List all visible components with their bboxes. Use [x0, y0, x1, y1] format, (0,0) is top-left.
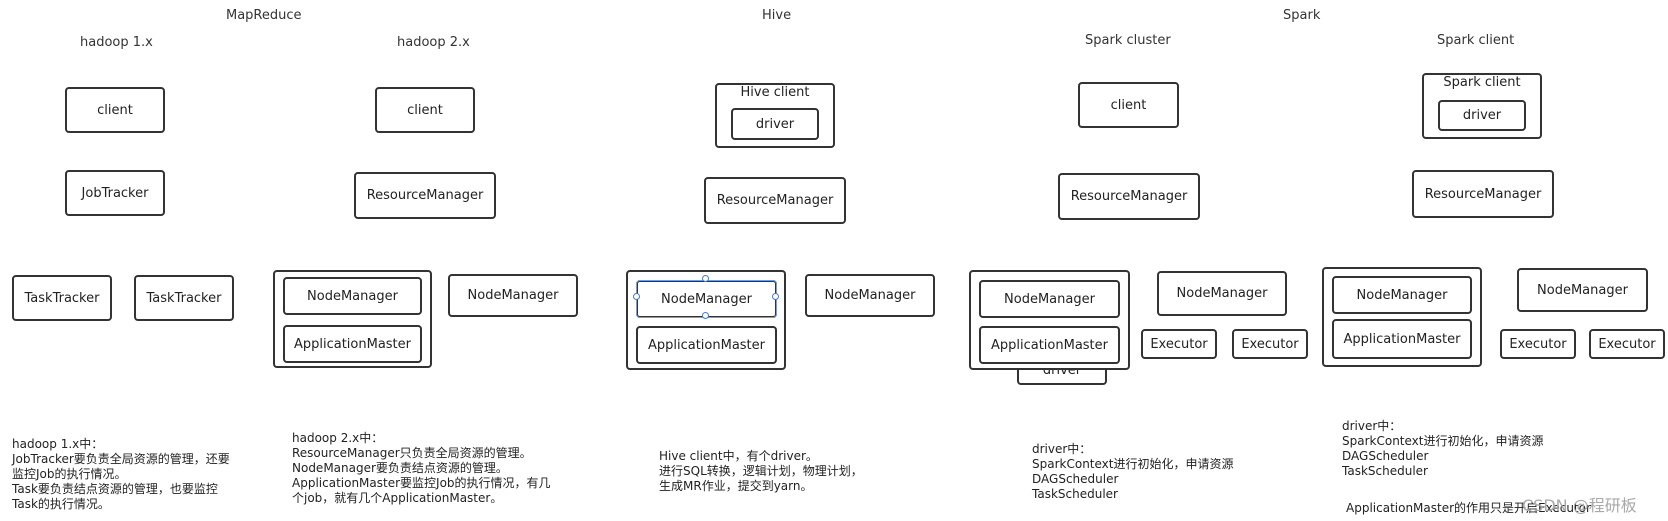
hadoop2-container[interactable]: NodeManager ApplicationMaster — [273, 270, 432, 368]
spark-cluster-executor-node[interactable]: Executor — [1232, 329, 1308, 359]
spark-cluster-resourcemanager-node[interactable]: ResourceManager — [1058, 173, 1200, 220]
selection-handle[interactable] — [772, 293, 779, 300]
hadoop2-nodemanager-node[interactable]: NodeManager — [448, 274, 578, 317]
hadoop2-resourcemanager-node[interactable]: ResourceManager — [354, 172, 496, 219]
hadoop1-jobtracker-node[interactable]: JobTracker — [65, 170, 165, 216]
heading-spark: Spark — [1283, 8, 1321, 23]
spark-cluster-note: driver中： SparkContext进行初始化，申请资源 DAGSched… — [1032, 442, 1234, 501]
spark-client-container[interactable]: Spark client driver — [1422, 73, 1542, 139]
hadoop1-tasktracker-node[interactable]: TaskTracker — [134, 275, 234, 321]
spark-client-extra-note: ApplicationMaster的作用只是开启Executor — [1346, 501, 1591, 515]
spark-cluster-container[interactable]: NodeManager ApplicationMaster — [969, 270, 1130, 370]
spark-client-executor-node[interactable]: Executor — [1589, 329, 1665, 359]
hadoop1-note: hadoop 1.x中： JobTracker要负责全局资源的管理，还要 监控J… — [12, 437, 230, 511]
hive-resourcemanager-node[interactable]: ResourceManager — [704, 177, 846, 224]
hive-client-container[interactable]: Hive client driver — [715, 83, 835, 148]
hive-container[interactable]: NodeManager ApplicationMaster — [626, 270, 786, 370]
csdn-watermark: CSDN @程研板 — [1522, 496, 1637, 515]
hadoop2-appmaster-node[interactable]: ApplicationMaster — [283, 325, 422, 363]
spark-client-driver-node[interactable]: driver — [1438, 100, 1526, 131]
spark-cluster-executor-node[interactable]: Executor — [1141, 329, 1217, 359]
spark-client-container-node[interactable]: NodeManager ApplicationMaster — [1322, 267, 1482, 367]
hive-client-title: Hive client — [740, 85, 810, 100]
hadoop1-tasktracker-node[interactable]: TaskTracker — [12, 275, 112, 321]
hadoop2-client-node[interactable]: client — [375, 87, 475, 133]
hadoop1-client-node[interactable]: client — [65, 87, 165, 133]
spark-client-resourcemanager-node[interactable]: ResourceManager — [1412, 170, 1554, 218]
heading-hadoop2: hadoop 2.x — [397, 35, 470, 50]
hive-nodemanager-node[interactable]: NodeManager — [805, 274, 935, 317]
heading-spark-client: Spark client — [1437, 33, 1515, 48]
heading-hive: Hive — [762, 8, 792, 23]
spark-client-executor-node[interactable]: Executor — [1500, 329, 1576, 359]
spark-client-note: driver中： SparkContext进行初始化，申请资源 DAGSched… — [1342, 419, 1544, 478]
selection-handle[interactable] — [702, 275, 709, 282]
hive-appmaster-node[interactable]: ApplicationMaster — [636, 326, 777, 364]
hive-note: Hive client中，有个driver。 进行SQL转换，逻辑计划，物理计划… — [659, 449, 863, 493]
heading-mapreduce: MapReduce — [226, 8, 302, 23]
heading-spark-cluster: Spark cluster — [1085, 33, 1171, 48]
spark-cluster-nodemanager-node[interactable]: NodeManager — [979, 280, 1120, 318]
selection-handle[interactable] — [633, 293, 640, 300]
spark-client-title: Spark client — [1443, 75, 1521, 90]
hadoop2-note: hadoop 2.x中： ResourceManager只负责全局资源的管理。 … — [292, 431, 551, 505]
spark-client-appmaster-node[interactable]: ApplicationMaster — [1332, 319, 1472, 359]
heading-hadoop1: hadoop 1.x — [80, 35, 153, 50]
spark-client-nodemanager-node[interactable]: NodeManager — [1332, 276, 1472, 314]
spark-cluster-appmaster-node[interactable]: ApplicationMaster — [979, 326, 1120, 364]
hadoop2-nodemanager-node[interactable]: NodeManager — [283, 277, 422, 315]
hive-driver-node[interactable]: driver — [731, 108, 819, 140]
spark-client-nodemanager-node[interactable]: NodeManager — [1517, 268, 1648, 312]
spark-cluster-client-node[interactable]: client — [1078, 82, 1179, 128]
spark-cluster-nodemanager-node[interactable]: NodeManager — [1157, 271, 1287, 316]
selection-handle[interactable] — [702, 312, 709, 319]
